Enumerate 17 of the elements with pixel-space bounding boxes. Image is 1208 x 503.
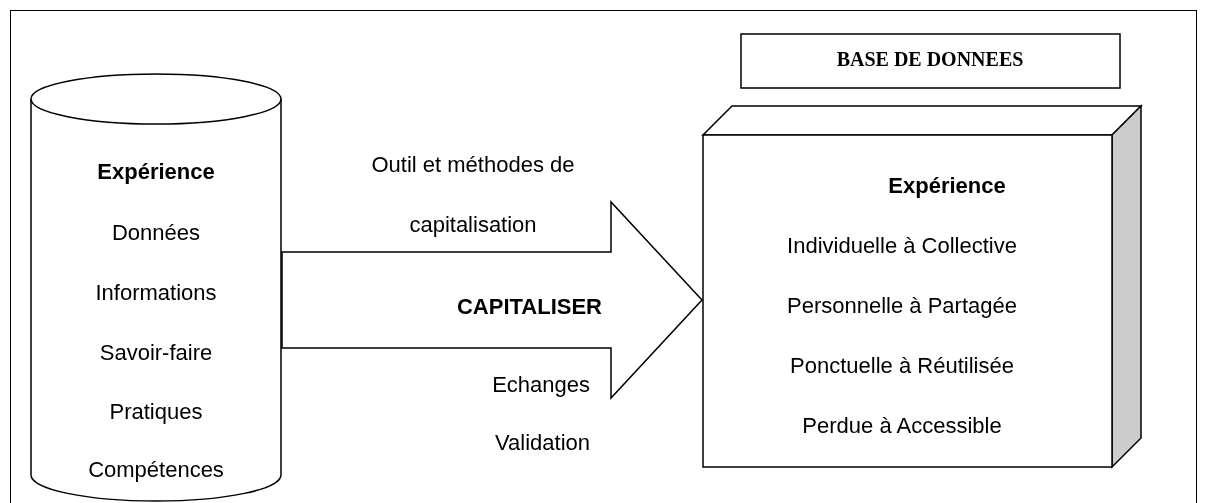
item-text: Informations bbox=[94, 280, 218, 306]
annotation-text: Echanges bbox=[491, 372, 590, 398]
item-text: Ponctuelle à Réutilisée bbox=[789, 353, 1015, 379]
edge-label: CAPITALISER bbox=[455, 294, 602, 320]
item-text: Compétences bbox=[87, 457, 225, 483]
item-text: Savoir-faire bbox=[98, 340, 214, 366]
item-text: Pratiques bbox=[108, 399, 204, 425]
annotation-text: Outil et méthodes de capitalisation bbox=[370, 151, 576, 239]
item-text: Données bbox=[110, 220, 202, 246]
annotation-text: Validation bbox=[494, 430, 590, 456]
heading-text: Expérience bbox=[96, 159, 216, 185]
block-arrow bbox=[281, 200, 704, 400]
item-text: Perdue à Accessible bbox=[801, 413, 1003, 439]
item-text: Personnelle à Partagée bbox=[786, 293, 1018, 319]
heading-text: BASE DE DONNEES bbox=[835, 47, 1025, 72]
heading-text: Expérience bbox=[887, 173, 1007, 199]
item-text: Individuelle à Collective bbox=[786, 233, 1018, 259]
